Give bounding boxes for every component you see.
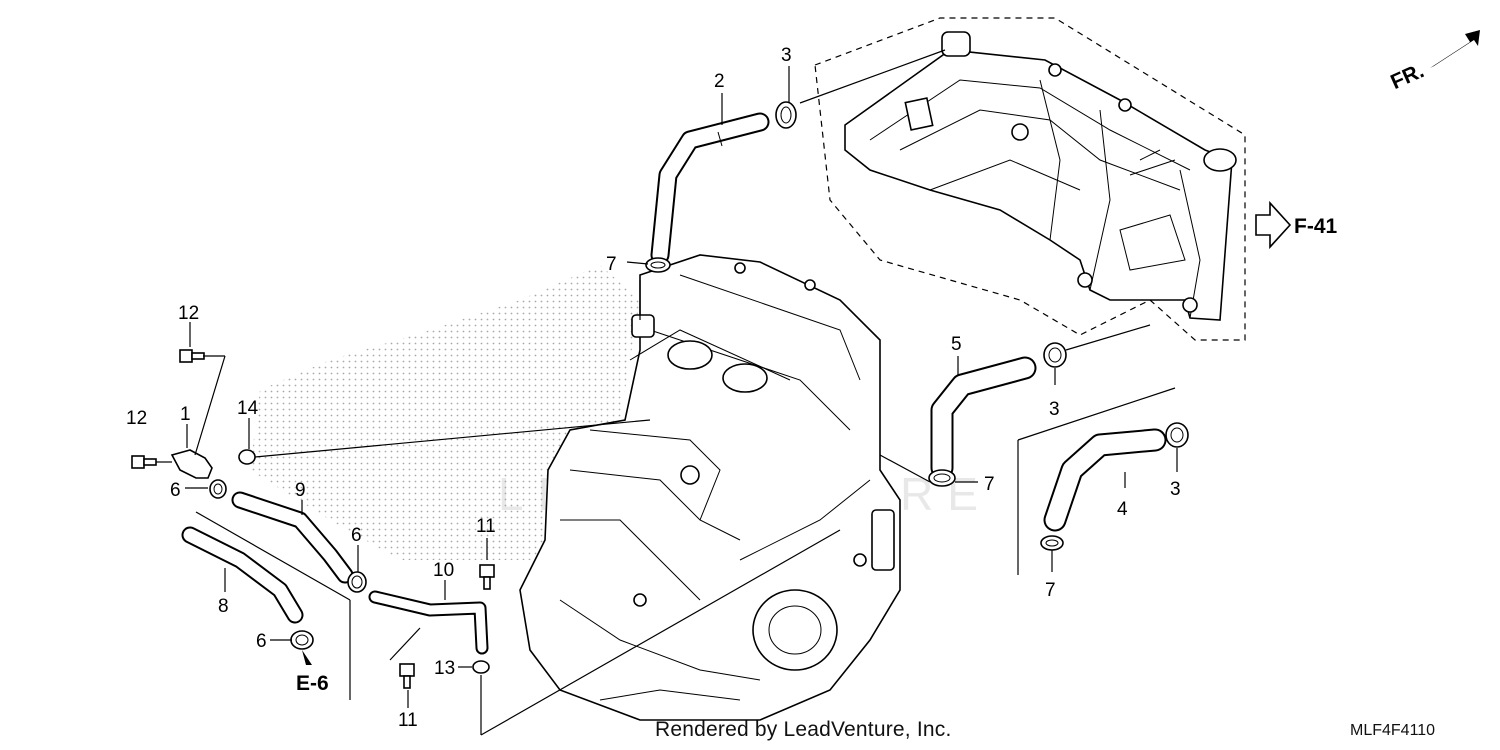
bolt-12b bbox=[131, 455, 157, 469]
clamp-6b bbox=[347, 571, 367, 593]
o-ring-13 bbox=[472, 660, 490, 674]
clamp-7c bbox=[1040, 535, 1064, 551]
callout-6-left[interactable]: 6 bbox=[170, 480, 181, 501]
frame-dashed-outline bbox=[814, 17, 1246, 341]
bolt-12a bbox=[179, 349, 205, 363]
callout-8[interactable]: 8 bbox=[218, 596, 229, 617]
callout-2[interactable]: 2 bbox=[714, 71, 725, 92]
clamp-3a bbox=[775, 101, 797, 129]
callout-7-mid[interactable]: 7 bbox=[984, 474, 995, 495]
clamp-3b bbox=[1043, 342, 1067, 368]
clamp-7a bbox=[645, 257, 671, 273]
callout-7-bottom[interactable]: 7 bbox=[1045, 580, 1056, 601]
callout-7-top[interactable]: 7 bbox=[606, 254, 617, 275]
callout-9[interactable]: 9 bbox=[295, 480, 306, 501]
callout-1[interactable]: 1 bbox=[180, 404, 191, 425]
engine-block bbox=[519, 254, 901, 721]
front-arrow-icon bbox=[1430, 30, 1480, 68]
callout-11-bottom[interactable]: 11 bbox=[398, 710, 418, 731]
callout-6-mid[interactable]: 6 bbox=[351, 525, 362, 546]
e6-arrow-icon bbox=[302, 650, 312, 665]
f41-arrow-icon bbox=[1255, 200, 1292, 250]
bolt-11a bbox=[479, 564, 495, 590]
leader-lines bbox=[156, 49, 1178, 736]
callout-5[interactable]: 5 bbox=[951, 334, 962, 355]
diagram-code: MLF4F4110 bbox=[1350, 722, 1436, 739]
callout-12-left[interactable]: 12 bbox=[126, 408, 147, 429]
clamp-6a bbox=[209, 479, 227, 499]
callout-3-right[interactable]: 3 bbox=[1170, 479, 1181, 500]
ref-e6[interactable]: E-6 bbox=[296, 672, 329, 695]
clamp-3c bbox=[1165, 422, 1189, 448]
callout-3-mid[interactable]: 3 bbox=[1049, 399, 1060, 420]
callout-3-top[interactable]: 3 bbox=[781, 45, 792, 66]
ref-f41[interactable]: F-41 bbox=[1294, 215, 1338, 238]
callout-10[interactable]: 10 bbox=[433, 560, 454, 581]
callout-11-top[interactable]: 11 bbox=[476, 516, 496, 537]
callout-12-top[interactable]: 12 bbox=[178, 303, 199, 324]
render-credit: Rendered by LeadVenture, Inc. bbox=[655, 718, 952, 741]
bolt-11b bbox=[399, 663, 415, 689]
clamp-6c bbox=[290, 630, 314, 650]
callout-4[interactable]: 4 bbox=[1117, 499, 1128, 520]
stippled-region bbox=[250, 265, 640, 560]
callout-14[interactable]: 14 bbox=[237, 398, 259, 419]
direction-label: FR. bbox=[1387, 59, 1427, 94]
callout-6-bottom[interactable]: 6 bbox=[256, 631, 267, 652]
clamp-7b bbox=[928, 469, 956, 487]
joint-1 bbox=[170, 449, 213, 479]
callout-13[interactable]: 13 bbox=[434, 658, 455, 679]
frame-assembly bbox=[844, 31, 1237, 321]
o-ring-14 bbox=[238, 449, 256, 465]
